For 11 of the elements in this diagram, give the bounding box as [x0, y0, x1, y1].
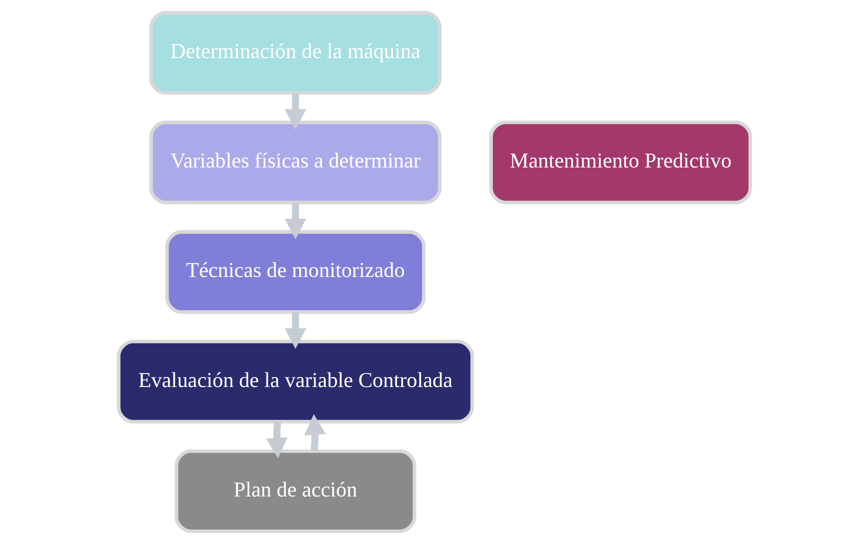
arrow [284, 93, 306, 130]
arrow [284, 202, 306, 240]
node-box: Mantenimiento Predictivo [488, 120, 752, 204]
node-box: Evaluación de la variable Controlada [116, 340, 474, 424]
arrow [266, 421, 288, 458]
node-box: Determinación de la máquina [148, 11, 442, 95]
node-box: Variables físicas a determinar [148, 120, 442, 204]
arrow [304, 414, 326, 452]
node-box: Técnicas de monitorizado [164, 230, 426, 314]
node-box: Plan de acción [174, 449, 416, 533]
arrow [284, 312, 306, 349]
